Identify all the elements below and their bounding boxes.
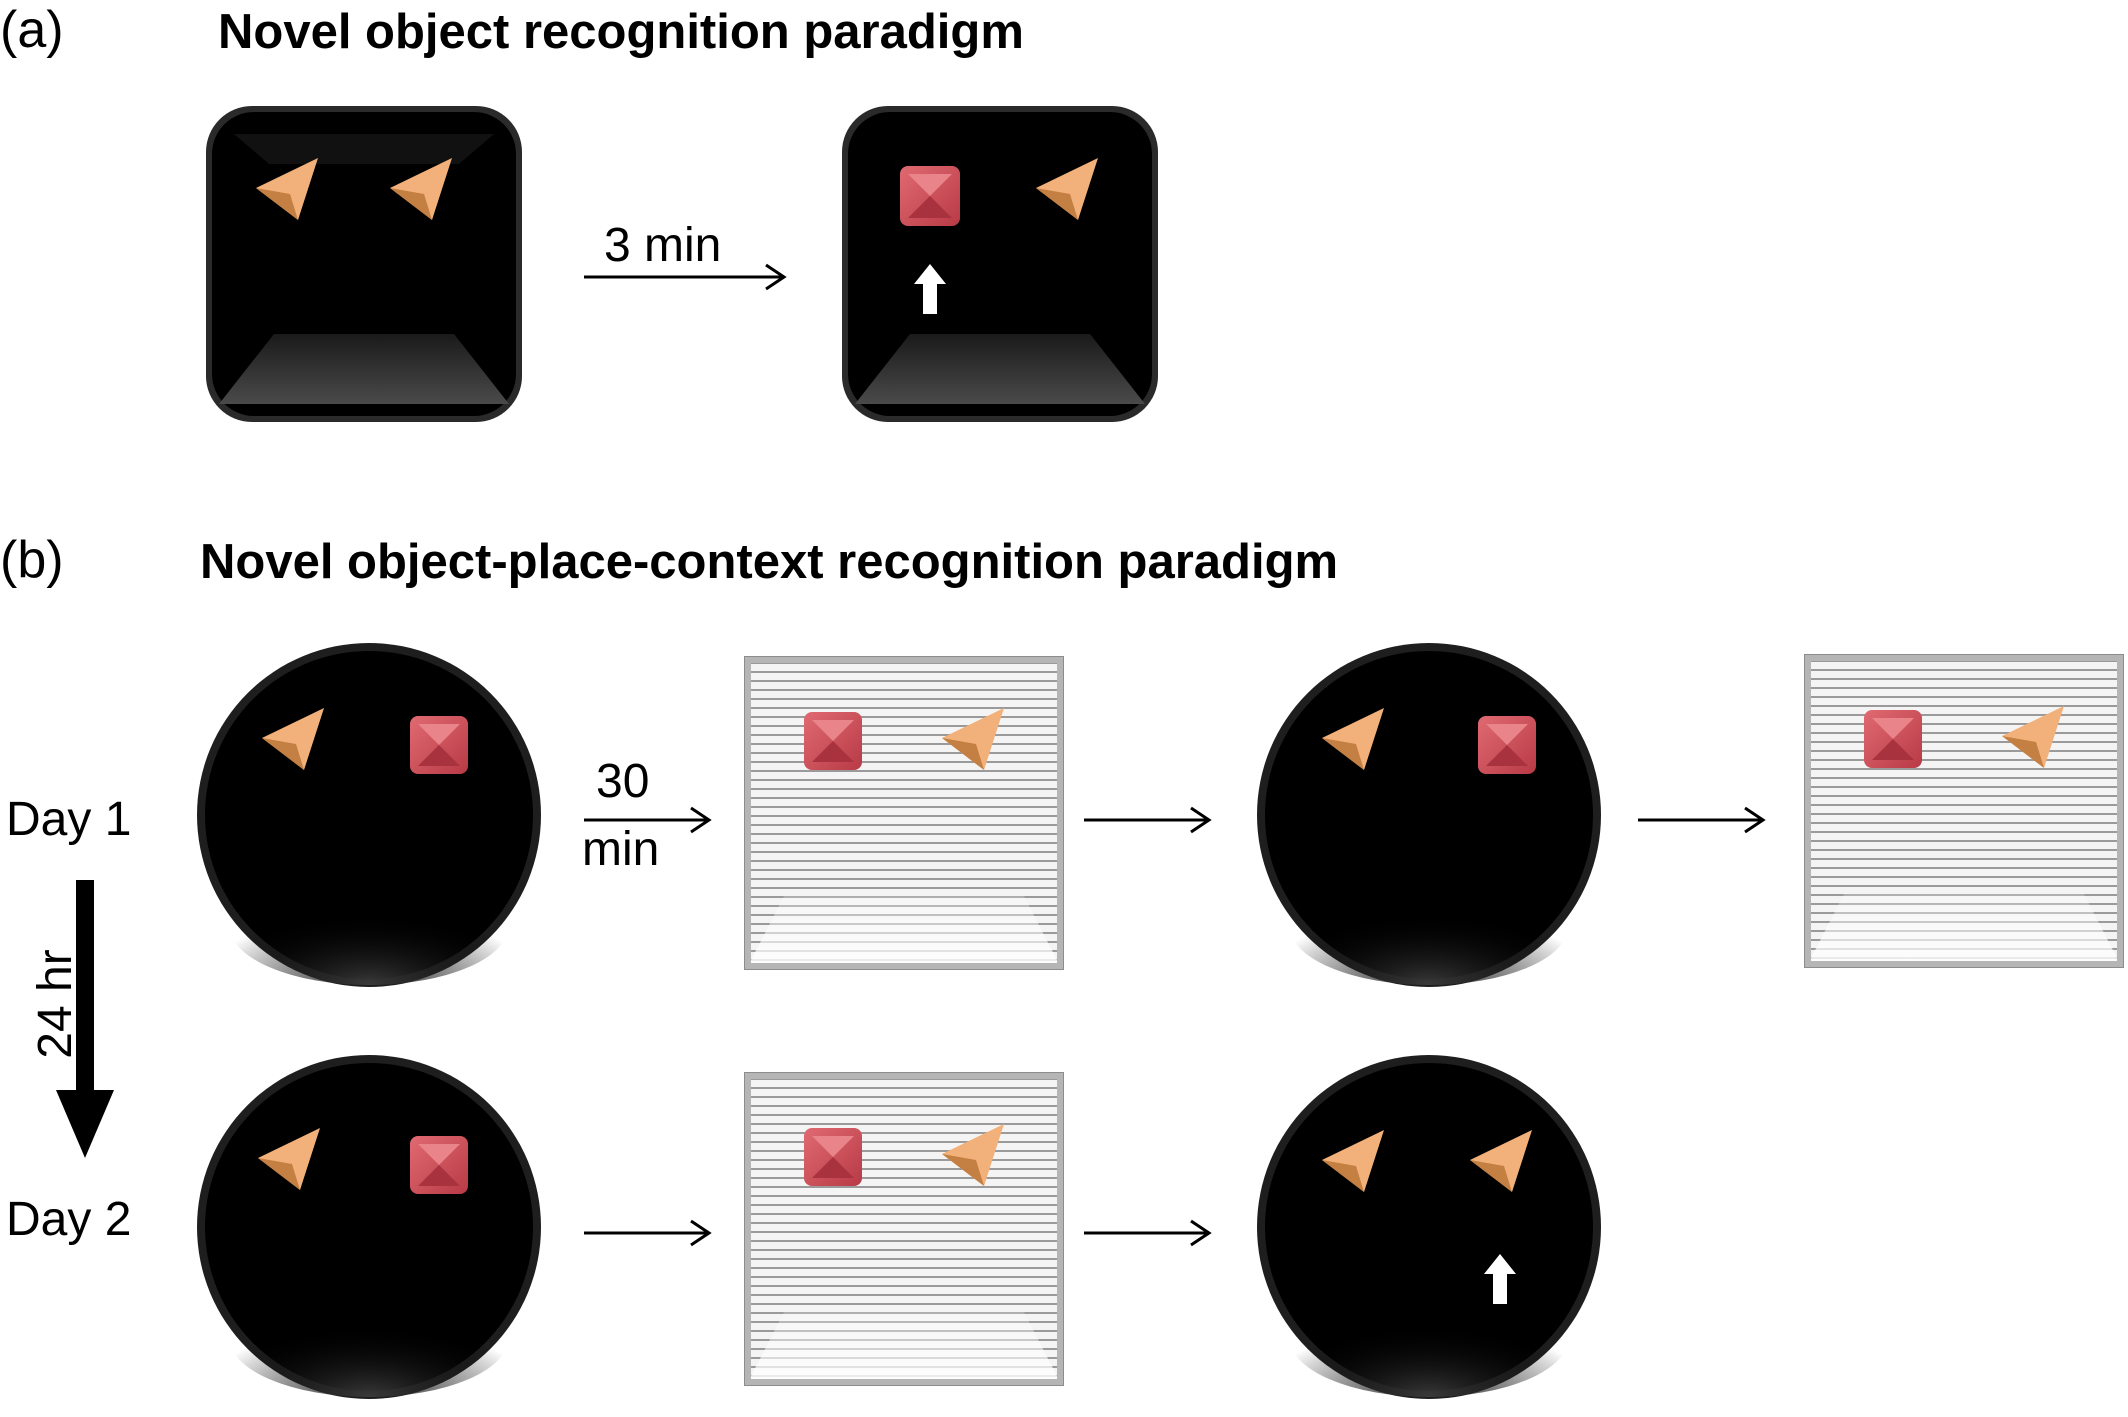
orange-pyramid-icon: [258, 1128, 320, 1190]
delay-arrow: [56, 880, 114, 1158]
interval-label-b-line1: 30: [596, 755, 650, 808]
arena-a-training: [206, 106, 522, 422]
interval-arrow-b: [584, 806, 712, 834]
red-cube-icon: [804, 712, 862, 770]
day1-label: Day 1: [6, 793, 132, 846]
arena-b-day2-square: [744, 1072, 1064, 1386]
arena-b-day1-square-2: [1804, 654, 2124, 968]
transition-arrow-b-row2-2: [1084, 1219, 1212, 1247]
red-cube-icon: [410, 716, 468, 774]
panel-a-title: Novel object recognition paradigm: [218, 5, 1024, 59]
orange-pyramid-icon: [256, 158, 318, 220]
arena-a-test: [842, 106, 1158, 422]
red-cube-icon: [804, 1128, 862, 1186]
panel-a-label: (a): [0, 1, 64, 59]
arena-b-day1-square-1: [744, 656, 1064, 970]
panel-b-title: Novel object-place-context recognition p…: [200, 535, 1339, 589]
orange-pyramid-icon: [1322, 708, 1384, 770]
interval-label-a: 3 min: [604, 219, 722, 272]
orange-pyramid-icon: [262, 708, 324, 770]
day2-label: Day 2: [6, 1193, 132, 1246]
arena-b-day2-round-1: [197, 1055, 541, 1399]
transition-arrow-b-row1-1: [1084, 806, 1212, 834]
red-cube-icon: [1864, 710, 1922, 768]
delay-label: 24 hr: [29, 949, 82, 1059]
orange-pyramid-icon: [1036, 158, 1098, 220]
orange-pyramid-icon: [1322, 1130, 1384, 1192]
white-up-arrow-icon: [914, 264, 946, 314]
arena-b-day1-round-1: [197, 643, 541, 987]
red-cube-icon: [1478, 716, 1536, 774]
arena-b-day1-round-2: [1257, 643, 1601, 987]
white-up-arrow-icon: [1484, 1254, 1516, 1304]
orange-pyramid-icon: [942, 708, 1004, 770]
orange-pyramid-icon: [390, 158, 452, 220]
interval-label-b-line2: min: [582, 823, 660, 876]
transition-arrow-b-row2-1: [584, 1219, 712, 1247]
interval-arrow-a: [584, 263, 787, 291]
arena-b-day2-round-test: [1257, 1055, 1601, 1399]
red-cube-icon: [410, 1136, 468, 1194]
transition-arrow-b-row1-2: [1638, 806, 1766, 834]
orange-pyramid-icon: [942, 1124, 1004, 1186]
orange-pyramid-icon: [2002, 706, 2064, 768]
orange-pyramid-icon: [1470, 1130, 1532, 1192]
panel-b-label: (b): [0, 531, 64, 589]
red-cube-icon: [900, 166, 960, 226]
